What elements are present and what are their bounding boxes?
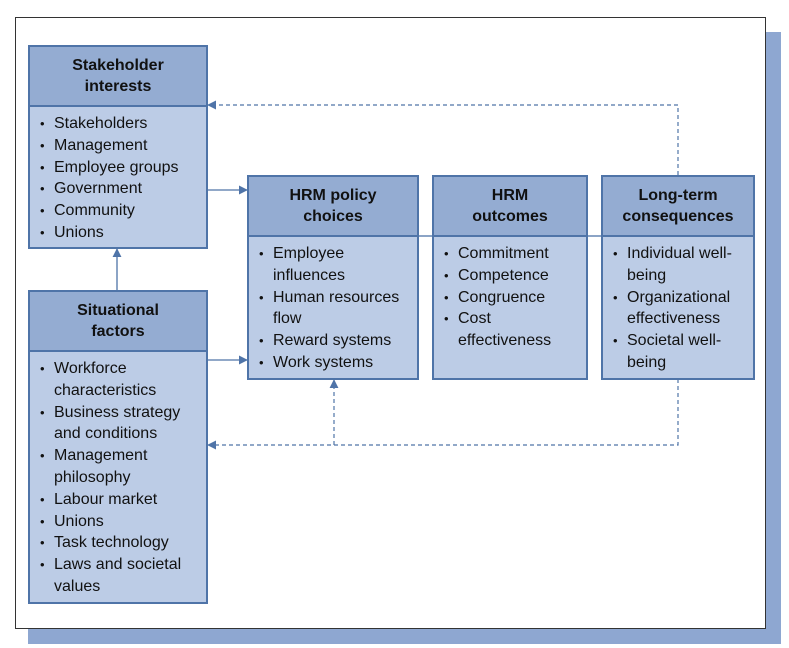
long-term-consequences-box: Long-term consequences Individual well-b…	[601, 175, 755, 380]
list-item: Competence	[442, 265, 580, 287]
hrm-outcomes-box: HRM outcomes CommitmentCompetenceCongrue…	[432, 175, 588, 380]
hrm-outcomes-list: CommitmentCompetenceCongruenceCost effec…	[442, 243, 580, 352]
list-item: Cost effectiveness	[442, 308, 580, 352]
list-item: Work systems	[257, 352, 411, 374]
list-item: Employee groups	[38, 157, 200, 179]
list-item: Societal well-being	[611, 330, 747, 374]
list-item: Labour market	[38, 489, 200, 511]
stakeholder-interests-title: Stakeholder interests	[30, 47, 206, 107]
feedback-arrow-to-situational	[207, 379, 679, 450]
situational-factors-box: Situational factors Workforce characteri…	[28, 290, 208, 604]
list-item: Unions	[38, 511, 200, 533]
feedback-arrow-to-stakeholder	[207, 100, 679, 175]
stakeholder-interests-box: Stakeholder interests StakeholdersManage…	[28, 45, 208, 249]
situational-factors-list: Workforce characteristicsBusiness strate…	[38, 358, 200, 598]
list-item: Management	[38, 135, 200, 157]
stakeholder-interests-list: StakeholdersManagementEmployee groupsGov…	[38, 113, 200, 244]
list-item: Workforce characteristics	[38, 358, 200, 402]
hrm-policy-choices-box: HRM policy choices Employee influencesHu…	[247, 175, 419, 380]
hrm-policy-choices-list: Employee influencesHuman resources flowR…	[257, 243, 411, 374]
list-item: Government	[38, 178, 200, 200]
long-term-consequences-list: Individual well-beingOrganizational effe…	[611, 243, 747, 374]
list-item: Management philosophy	[38, 445, 200, 489]
long-term-consequences-title: Long-term consequences	[603, 177, 753, 237]
situational-factors-title: Situational factors	[30, 292, 206, 352]
list-item: Reward systems	[257, 330, 411, 352]
list-item: Unions	[38, 222, 200, 244]
list-item: Laws and societal values	[38, 554, 200, 598]
list-item: Organizational effectiveness	[611, 287, 747, 331]
hrm-outcomes-title: HRM outcomes	[434, 177, 586, 237]
list-item: Community	[38, 200, 200, 222]
hrm-policy-choices-title: HRM policy choices	[249, 177, 417, 237]
list-item: Individual well-being	[611, 243, 747, 287]
list-item: Stakeholders	[38, 113, 200, 135]
list-item: Congruence	[442, 287, 580, 309]
list-item: Commitment	[442, 243, 580, 265]
list-item: Employee influences	[257, 243, 411, 287]
list-item: Human resources flow	[257, 287, 411, 331]
list-item: Business strategy and conditions	[38, 402, 200, 446]
list-item: Task technology	[38, 532, 200, 554]
